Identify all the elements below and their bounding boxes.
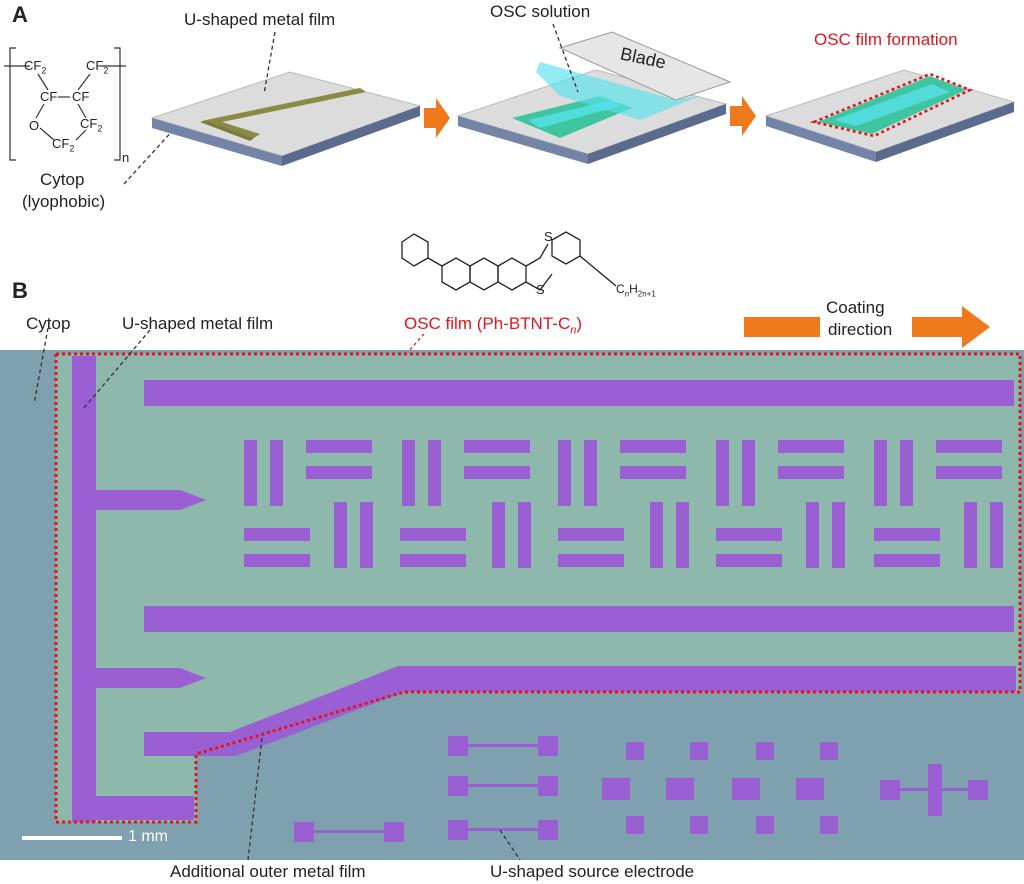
sulfur-bottom: S [536, 282, 545, 297]
direction-label: direction [828, 320, 893, 339]
metal-film-label-a: U-shaped metal film [184, 10, 336, 29]
osc-solution-label: OSC solution [490, 2, 591, 21]
chem-cf2-right: CF2 [86, 58, 109, 76]
substrate-1 [150, 71, 422, 166]
chem-cf-left: CF [40, 89, 58, 104]
panel-b-letter: B [12, 278, 28, 303]
substrate-3 [764, 69, 1016, 162]
lyophobic-label: (lyophobic) [22, 192, 106, 211]
osc-film-label: OSC film (Ph-BTNT-Cn) [404, 314, 583, 337]
chem-n: n [122, 150, 130, 165]
scale-bar-label: 1 mm [128, 828, 168, 845]
chem-cf2-mid: CF2 [80, 116, 103, 134]
film-formation-label: OSC film formation [814, 30, 958, 49]
cytop-label-b: Cytop [26, 314, 71, 333]
blade-label: Blade [618, 43, 668, 73]
sulfur-top: S [544, 229, 553, 244]
cytop-label-a: Cytop [40, 170, 85, 189]
alkyl-chain: CnH2n+1 [616, 282, 656, 299]
chem-cf2-left: CF2 [24, 58, 47, 76]
metal-film-label-b: U-shaped metal film [122, 314, 274, 333]
additional-metal-label: Additional outer metal film [170, 862, 366, 881]
chem-o: O [29, 118, 40, 133]
source-electrode-label: U-shaped source electrode [490, 862, 695, 881]
panel-a-letter: A [12, 2, 28, 27]
coating-label: Coating [826, 298, 885, 317]
substrate-2 [456, 31, 732, 164]
chem-cf2-bottom: CF2 [52, 136, 75, 154]
chem-cf-right: CF [72, 89, 90, 104]
